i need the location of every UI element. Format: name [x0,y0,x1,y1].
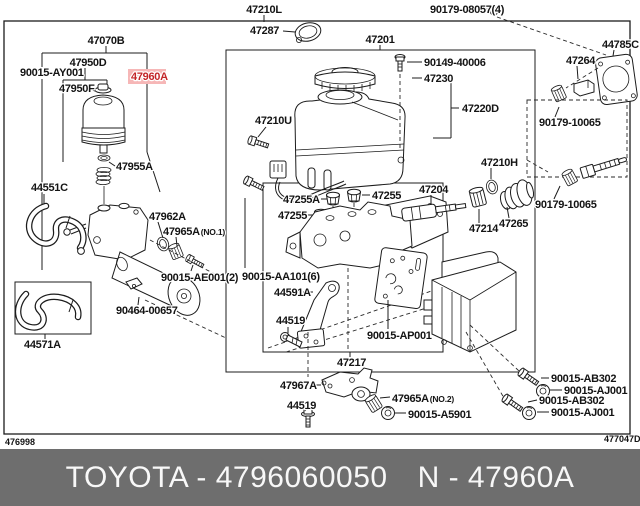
label-44785C: 44785C [602,39,639,51]
label-90015-AE001: 90015-AE001(2) [161,272,239,284]
hose-44571a-drawing [14,281,92,335]
label-47965A-no1: 47965A(NO.1) [163,226,225,238]
hose-44551c-drawing [25,202,87,255]
label-90149-40006: 90149-40006 [424,57,486,69]
banner-reference-number: N - 47960A [417,460,575,494]
label-47210L: 47210L [246,4,282,16]
part-number-banner: TOYOTA - 4796060050 N - 47960A [0,449,640,506]
label-90015-AJ001-upper: 90015-AJ001 [564,385,628,397]
label-90179-10065-upper: 90179-10065 [539,117,601,129]
diagram-border [3,20,631,435]
label-47955A: 47955A [116,161,153,173]
label-47962A: 47962A [149,211,186,223]
label-47214: 47214 [469,223,499,235]
label-44591A: 44591A [274,287,311,299]
reservoir-bolts-drawing [242,54,406,268]
label-44571A: 44571A [24,339,61,351]
label-47965A-no2: 47965A(NO.2) [392,393,454,405]
gasket-47287-drawing [294,22,322,44]
label-90015-AY001: 90015-AY001 [20,67,84,79]
label-47950F: 47950F [59,83,95,95]
label-47217: 47217 [337,357,366,369]
highlight-box-47960A [128,69,166,84]
label-90015-AJ001-lower: 90015-AJ001 [551,407,615,419]
label-90464-00657: 90464-00657 [116,305,178,317]
label-44519-lower: 44519 [287,400,316,412]
label-47070B: 47070B [88,35,125,47]
abs-actuator-drawing [423,251,520,399]
label-90015-A5901: 90015-A5901 [408,409,472,421]
reservoir-drawing [269,67,406,203]
bracket-44591a-drawing [280,280,389,377]
leader-lines [43,8,615,414]
label-90015-AB302-upper: 90015-AB302 [551,373,616,385]
label-47265: 47265 [499,218,528,230]
label-90179-10065-lower: 90179-10065 [535,199,597,211]
diagram-code-left: 476998 [5,437,35,447]
label-47255-right: 47255 [372,190,401,202]
label-47204: 47204 [419,184,449,196]
label-47255A: 47255A [283,194,320,206]
pushrod-drawing [401,178,535,222]
label-47950D: 47950D [70,57,107,69]
bracket-47967a-drawing [301,367,395,428]
boot-47265 [499,179,535,210]
label-47264: 47264 [566,55,596,67]
pump-assembly-drawing [63,202,227,339]
label-90015-AB302-lower: 90015-AB302 [539,395,604,407]
parts-diagram: 47210L 90179-08057(4) 47287 47070B 47950… [3,3,640,447]
accumulator-canister-drawing [62,80,126,204]
diagram-code-right: 477047D [604,434,640,444]
label-47967A: 47967A [280,380,317,392]
label-47220D: 47220D [462,103,499,115]
label-44551C: 44551C [31,182,68,194]
label-90179-08057: 90179-08057(4) [430,4,505,16]
label-47201: 47201 [365,34,394,46]
label-90015-AA101: 90015-AA101(6) [242,271,320,283]
union-parts-drawing [489,6,638,187]
banner-catalog-number: TOYOTA - 4796060050 [65,460,388,494]
label-47210U: 47210U [255,115,292,127]
label-47287: 47287 [250,25,279,37]
backing-plate-drawing [374,247,428,310]
label-47255-left: 47255 [278,210,307,222]
label-47960A-highlighted: 47960A [131,71,168,83]
cap-bracket-lines [433,77,459,139]
label-47210H: 47210H [481,157,518,169]
label-44519-upper: 44519 [276,315,305,327]
label-47230: 47230 [424,73,453,85]
label-90015-AP001: 90015-AP001 [367,330,432,342]
